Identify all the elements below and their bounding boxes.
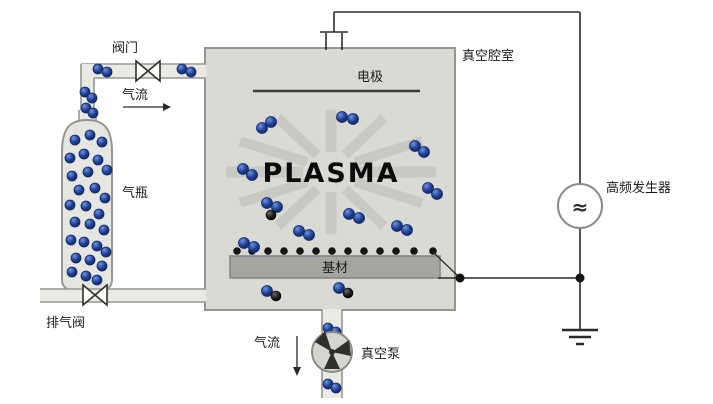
hf-generator-circle <box>557 183 603 229</box>
pump-blade <box>332 340 351 356</box>
vacuum-pump <box>311 331 353 373</box>
substrate-bar <box>229 255 441 279</box>
gas-molecule-pair <box>92 63 113 78</box>
pump-blade <box>315 331 332 352</box>
plasma-text: PLASMA <box>262 158 399 189</box>
gas-molecule-pair <box>343 208 365 224</box>
gas-molecule-pair <box>237 163 258 181</box>
gas-molecule-pair <box>322 378 342 394</box>
gas-molecule-pair <box>336 111 359 125</box>
valve-label: 阀门 <box>112 41 138 56</box>
gas-molecule-cluster <box>333 282 354 299</box>
generator-wave-symbol: ≈ <box>572 195 589 219</box>
gas-flow-down-arrow <box>293 336 301 376</box>
gas-molecule-pair <box>409 140 430 158</box>
pump-blade <box>324 352 340 369</box>
gas-molecule-pair <box>256 116 277 134</box>
exhaust-valve-icon <box>82 283 108 307</box>
junction-dot <box>455 273 465 283</box>
junction-dot <box>575 273 585 283</box>
gas-molecule-pair <box>238 237 260 253</box>
gas-flow-top-label: 气流 <box>122 87 148 103</box>
ground-icon <box>562 328 598 346</box>
exhaust-valve-label: 排气阀 <box>46 315 85 331</box>
vacuum-pump-label: 真空泵 <box>361 347 400 362</box>
gas-flow-bottom-label: 气流 <box>254 335 280 351</box>
gas-molecule-cluster <box>261 197 283 221</box>
gas-cylinder-label: 气瓶 <box>122 185 148 201</box>
substrate-ground-wire <box>432 251 585 283</box>
exhaust-pipe <box>40 288 206 303</box>
electrode-label: 电极 <box>357 70 383 85</box>
pipe-gas-molecules <box>79 63 197 119</box>
inlet-valve-icon <box>135 59 161 83</box>
gas-molecule-pair <box>391 220 413 236</box>
gas-molecule-pair <box>176 63 197 78</box>
cylinder-gas-molecules <box>64 129 113 286</box>
gas-molecule-cluster <box>261 285 282 302</box>
vacuum-chamber-label: 真空腔室 <box>462 48 514 64</box>
gas-molecule-pair <box>79 86 98 104</box>
gas-molecule-pair <box>293 225 315 241</box>
gas-flow-right-arrow <box>123 103 171 111</box>
chamber-gas-molecules <box>237 111 443 302</box>
hf-generator-label: 高频发生器 <box>606 180 671 196</box>
gas-molecule-pair <box>80 102 99 119</box>
gas-molecule-pair <box>422 182 443 200</box>
substrate-label: 基材 <box>322 261 348 276</box>
